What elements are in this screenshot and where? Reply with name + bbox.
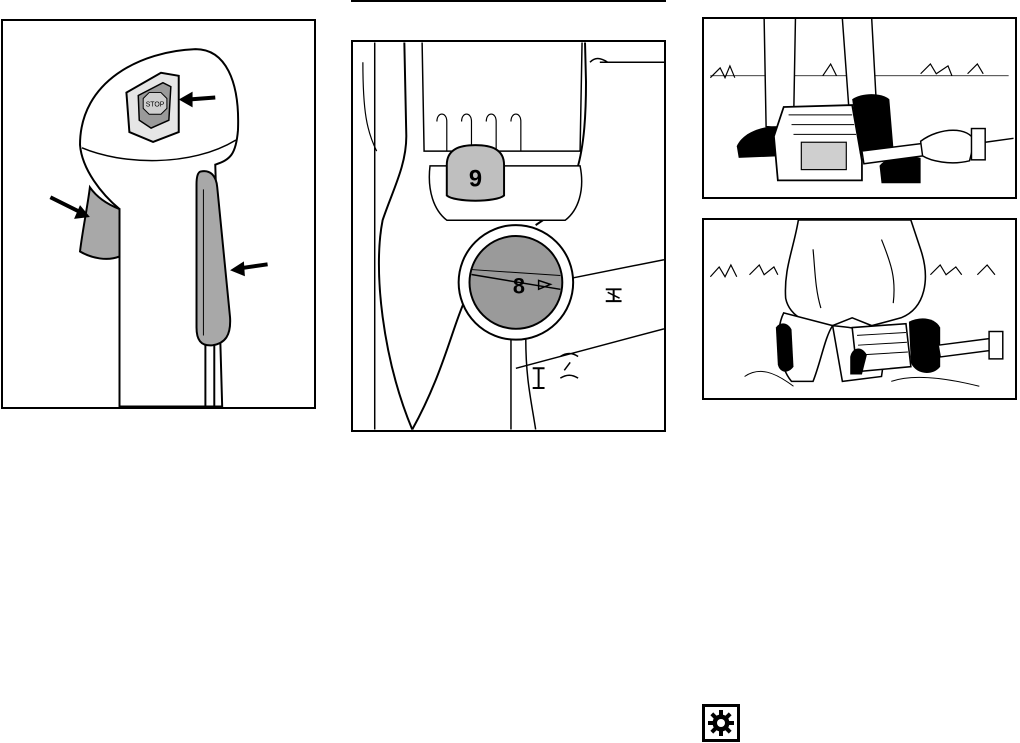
part-8-label: 8: [513, 273, 525, 298]
kneeling-drawing: [704, 220, 1015, 398]
carburetor-illustration: 9 8: [351, 40, 666, 432]
start-kneeling-illustration: [702, 218, 1017, 400]
handle-illustration: STOP: [1, 19, 316, 409]
start-standing-illustration: [702, 17, 1017, 199]
gear-icon: [702, 704, 740, 742]
part-9-label: 9: [469, 167, 482, 193]
carburetor-drawing: 9 8: [353, 42, 664, 430]
handle-drawing: STOP: [3, 21, 314, 407]
stop-switch-label: STOP: [146, 101, 165, 108]
top-rule: [351, 0, 666, 2]
gear-icon-graphic: [705, 707, 737, 739]
standing-drawing: [704, 19, 1015, 197]
